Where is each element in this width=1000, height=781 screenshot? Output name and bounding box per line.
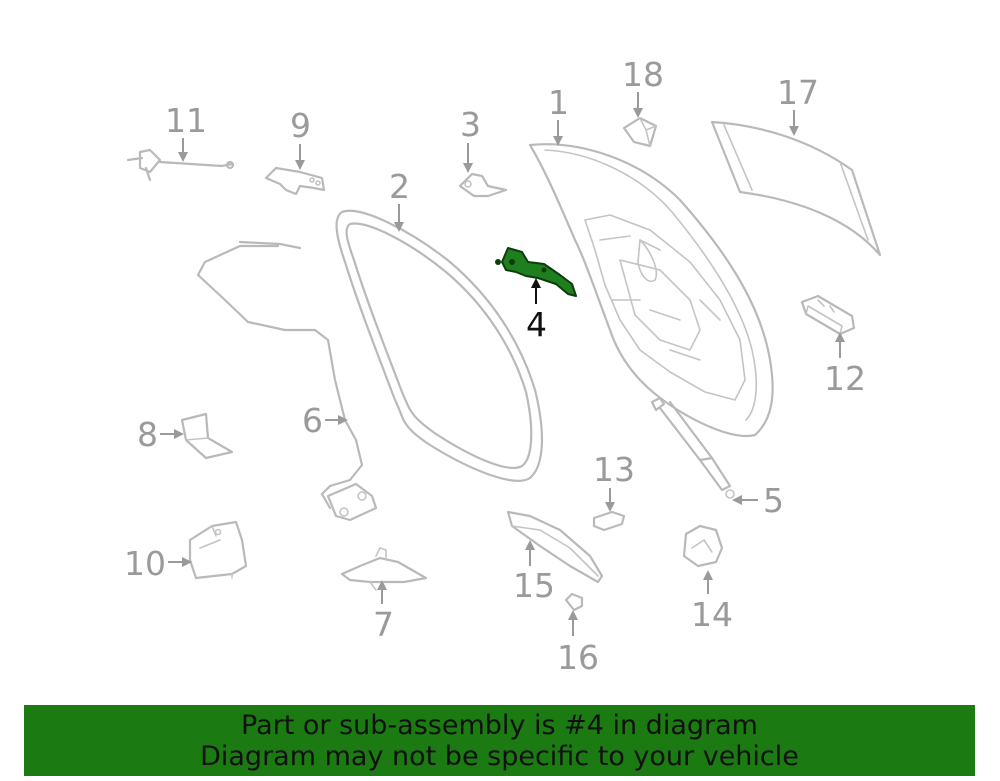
callout-14: 14: [691, 570, 733, 634]
part-10-latch: [188, 520, 248, 580]
part-8-bracket: [180, 412, 234, 460]
svg-text:14: 14: [691, 595, 733, 634]
part-14-bumper: [682, 524, 724, 568]
svg-text:3: 3: [460, 105, 481, 144]
callout-3: 3: [460, 105, 481, 173]
svg-text:11: 11: [165, 101, 207, 140]
callout-6: 6: [302, 401, 348, 440]
callout-12: 12: [824, 332, 866, 398]
part-2-weatherstrip: [335, 209, 543, 482]
banner-line-2: Diagram may not be specific to your vehi…: [200, 741, 799, 772]
svg-text:12: 12: [824, 359, 866, 398]
svg-text:4: 4: [526, 305, 547, 344]
parts-diagram: 11 9 3 2 1: [124, 55, 882, 677]
part-17-panel: [710, 120, 882, 257]
part-16-pin: [564, 592, 584, 612]
part-15-trim: [506, 510, 604, 584]
svg-text:10: 10: [124, 544, 166, 583]
callout-5: 5: [732, 481, 784, 520]
callout-11: 11: [165, 101, 207, 162]
part-18-clip: [622, 116, 658, 148]
part-13-block: [592, 510, 626, 532]
svg-text:6: 6: [302, 401, 323, 440]
callout-4: 4: [526, 278, 547, 344]
part-11-release-cable: [126, 148, 235, 182]
part-1-liftgate: [528, 143, 774, 438]
svg-text:8: 8: [137, 415, 158, 454]
part-5-lift-strut: [650, 396, 735, 499]
callout-16: 16: [557, 610, 599, 677]
info-banner: Part or sub-assembly is #4 in diagram Di…: [24, 705, 975, 776]
svg-text:9: 9: [290, 106, 311, 145]
part-9-bracket: [264, 166, 326, 196]
part-12-bumper: [800, 294, 856, 336]
svg-text:13: 13: [593, 450, 635, 489]
svg-text:18: 18: [622, 55, 664, 94]
callout-13: 13: [593, 450, 635, 512]
banner-line-1: Part or sub-assembly is #4 in diagram: [241, 710, 758, 741]
callout-1: 1: [548, 83, 569, 146]
svg-text:2: 2: [389, 167, 410, 206]
svg-text:7: 7: [373, 605, 394, 644]
callout-8: 8: [137, 415, 184, 454]
svg-text:17: 17: [777, 73, 819, 112]
callout-10: 10: [124, 544, 192, 583]
part-6-wiring-harness: [196, 240, 378, 522]
part-3-bracket: [458, 172, 508, 198]
callout-7: 7: [373, 580, 394, 644]
callout-15: 15: [513, 540, 555, 605]
callout-9: 9: [290, 106, 311, 170]
part-7-hinge-plate: [340, 547, 428, 591]
svg-text:5: 5: [763, 481, 784, 520]
svg-text:15: 15: [513, 566, 555, 605]
callout-2: 2: [389, 167, 410, 232]
svg-text:1: 1: [548, 83, 569, 122]
part-4-hinge-highlighted: [495, 247, 577, 297]
callout-17: 17: [777, 73, 819, 136]
svg-text:16: 16: [557, 638, 599, 677]
callout-18: 18: [622, 55, 664, 118]
